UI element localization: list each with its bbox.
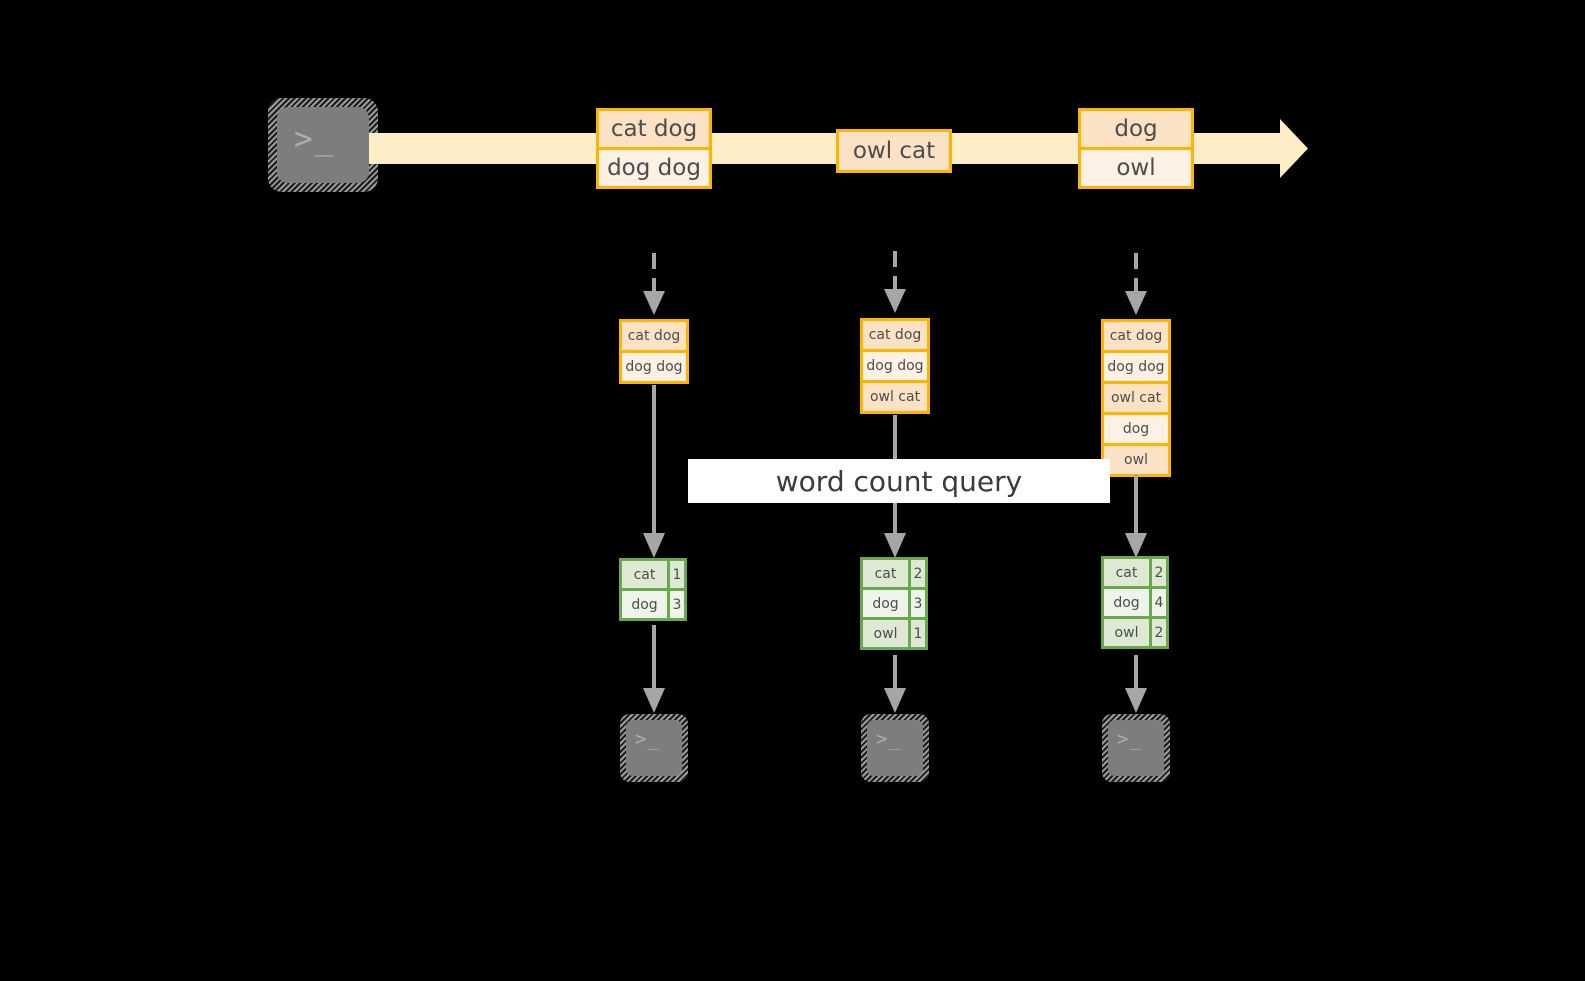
result-table-2: cat 2 dog 3 owl 1 [860,557,928,650]
result-row: owl 2 [1104,616,1166,646]
sink-terminal-icon-3: >_ [1102,714,1170,782]
result-row: owl 1 [863,617,925,647]
result-word: cat [1104,559,1149,586]
input-row: dog dog [1104,350,1168,381]
query-connector-1 [640,385,668,560]
terminal-screen [1108,720,1164,776]
result-count: 1 [667,561,684,588]
result-word: cat [863,560,908,587]
input-row: cat dog [863,321,927,349]
terminal-prompt-glyph: >_ [294,121,336,157]
result-word: dog [622,591,667,618]
result-word: dog [863,590,908,617]
input-row: dog dog [622,350,686,381]
input-row: owl cat [863,380,927,411]
result-count: 3 [667,591,684,618]
result-row: dog 3 [863,587,925,617]
terminal-screen [867,720,923,776]
stream-batch-2: owl cat [836,129,952,173]
result-word: cat [622,561,667,588]
result-count: 1 [908,620,925,647]
result-row: cat 2 [863,560,925,587]
stream-batch-3: dog owl [1078,108,1194,189]
sink-terminal-icon-2: >_ [861,714,929,782]
result-count: 2 [1149,559,1166,586]
sink-connector-1 [640,625,668,715]
result-word: dog [1104,589,1149,616]
input-row: dog dog [863,349,927,380]
result-word: owl [1104,619,1149,646]
terminal-prompt-glyph: >_ [876,728,902,750]
batch-line: dog [1081,111,1191,147]
input-row: owl [1104,443,1168,474]
result-table-3: cat 2 dog 4 owl 2 [1101,556,1169,649]
result-row: dog 4 [1104,586,1166,616]
result-row: dog 3 [622,588,684,618]
result-count: 2 [1149,619,1166,646]
sink-connector-2 [881,655,909,715]
terminal-screen [277,107,369,183]
input-row: owl cat [1104,381,1168,412]
dashed-connector-1 [640,253,668,318]
terminal-prompt-glyph: >_ [635,728,661,750]
query-banner-label: word count query [775,464,1023,498]
result-count: 4 [1149,589,1166,616]
result-row: cat 2 [1104,559,1166,586]
terminal-screen [626,720,682,776]
input-table-2: cat dog dog dog owl cat [860,318,930,414]
result-count: 3 [908,590,925,617]
dashed-connector-3 [1122,253,1150,318]
dashed-connector-2 [881,251,909,316]
result-table-1: cat 1 dog 3 [619,558,687,621]
query-connector-3 [1122,475,1150,560]
terminal-prompt-glyph: >_ [1117,728,1143,750]
query-banner: word count query [688,459,1110,503]
batch-line: dog dog [599,147,709,186]
batch-line: cat dog [599,111,709,147]
stream-batch-1: cat dog dog dog [596,108,712,189]
batch-line: owl cat [839,132,949,170]
stream-arrowhead-icon [1250,119,1308,178]
source-terminal-icon: >_ [268,98,378,192]
sink-terminal-icon-1: >_ [620,714,688,782]
input-row: cat dog [1104,322,1168,350]
input-row: cat dog [622,322,686,350]
input-row: dog [1104,412,1168,443]
batch-line: owl [1081,147,1191,186]
sink-connector-3 [1122,655,1150,715]
input-table-3: cat dog dog dog owl cat dog owl [1101,319,1171,477]
result-count: 2 [908,560,925,587]
result-row: cat 1 [622,561,684,588]
result-word: owl [863,620,908,647]
input-table-1: cat dog dog dog [619,319,689,384]
